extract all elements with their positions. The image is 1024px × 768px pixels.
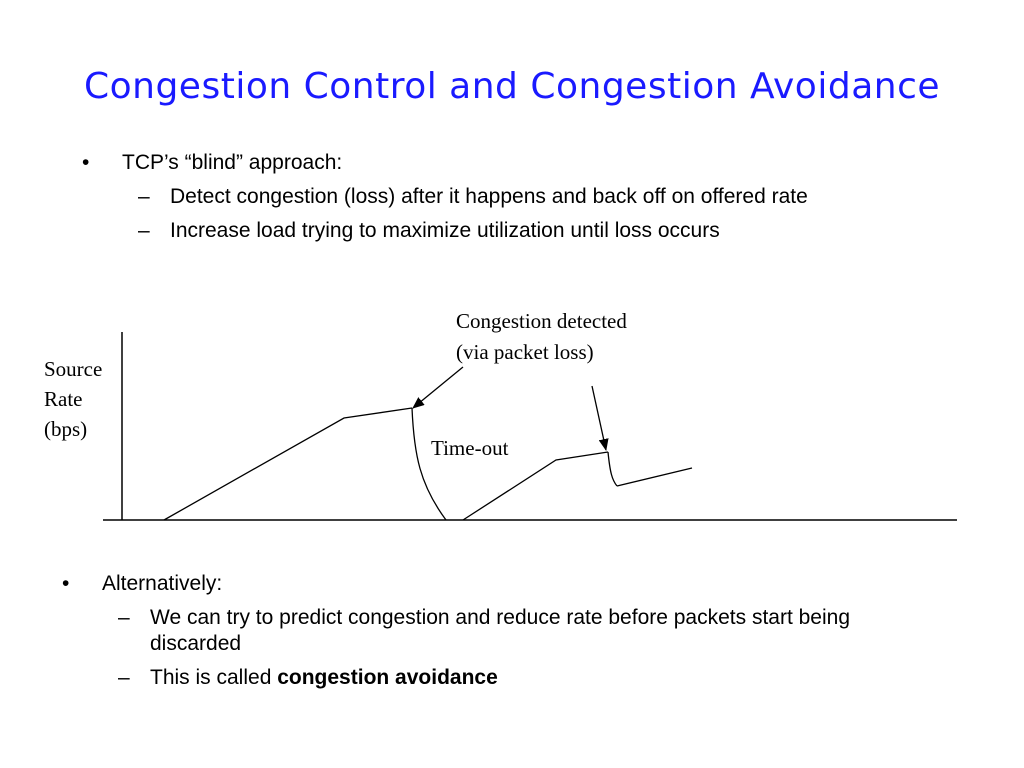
bullet-item: • TCP’s “blind” approach: bbox=[82, 150, 930, 176]
source-rate-diagram: Source Rate (bps) Congestion detected (v… bbox=[44, 309, 957, 521]
rate-curve-third-ramp bbox=[616, 467, 693, 487]
dash-marker: – bbox=[138, 219, 150, 242]
rate-curve-first-ramp bbox=[163, 407, 413, 521]
annotation-line: Congestion detected bbox=[456, 309, 627, 333]
arrow-second-loss bbox=[591, 385, 609, 451]
bullet-list-top: • TCP’s “blind” approach: – Detect conge… bbox=[82, 150, 930, 244]
rate-curve-first-backoff bbox=[411, 407, 447, 521]
sub-bullet-item: – Increase load trying to maximize utili… bbox=[82, 218, 930, 244]
bullet-text: Alternatively: bbox=[102, 572, 223, 595]
sub-bullet-item: – We can try to predict congestion and r… bbox=[62, 605, 910, 657]
rate-curve-second-ramp bbox=[462, 451, 609, 521]
sub-bullet-item: – Detect congestion (loss) after it happ… bbox=[82, 184, 930, 210]
slide-title: Congestion Control and Congestion Avoida… bbox=[83, 66, 941, 107]
y-axis-label-line: (bps) bbox=[44, 417, 87, 441]
sub-bullet-item: – This is called congestion avoidance bbox=[62, 665, 910, 691]
bullet-item: • Alternatively: bbox=[62, 571, 910, 597]
sub-bullet-text: Increase load trying to maximize utiliza… bbox=[170, 219, 720, 242]
bullet-marker: • bbox=[82, 151, 90, 174]
sub-bullet-text: We can try to predict congestion and red… bbox=[150, 606, 851, 655]
y-axis-label-line: Rate bbox=[44, 387, 82, 411]
timeout-label: Time-out bbox=[431, 436, 509, 460]
congestion-annotation: Congestion detected (via packet loss) bbox=[456, 309, 632, 364]
y-axis-label: Source Rate (bps) bbox=[44, 357, 108, 441]
dash-marker: – bbox=[118, 666, 130, 689]
y-axis-label-line: Source bbox=[44, 357, 102, 381]
sub-bullet-text: This is called bbox=[150, 666, 278, 689]
dash-marker: – bbox=[138, 185, 150, 208]
dash-marker: – bbox=[118, 606, 130, 629]
arrow-first-loss bbox=[412, 366, 464, 409]
bullet-marker: • bbox=[62, 572, 70, 595]
emphasis-term: congestion avoidance bbox=[277, 666, 498, 689]
rate-curve-second-drop bbox=[607, 451, 618, 487]
annotation-line: (via packet loss) bbox=[456, 340, 594, 364]
bullet-list-bottom: • Alternatively: – We can try to predict… bbox=[62, 571, 910, 691]
sub-bullet-text: Detect congestion (loss) after it happen… bbox=[170, 185, 808, 208]
bullet-text: TCP’s “blind” approach: bbox=[122, 151, 343, 174]
